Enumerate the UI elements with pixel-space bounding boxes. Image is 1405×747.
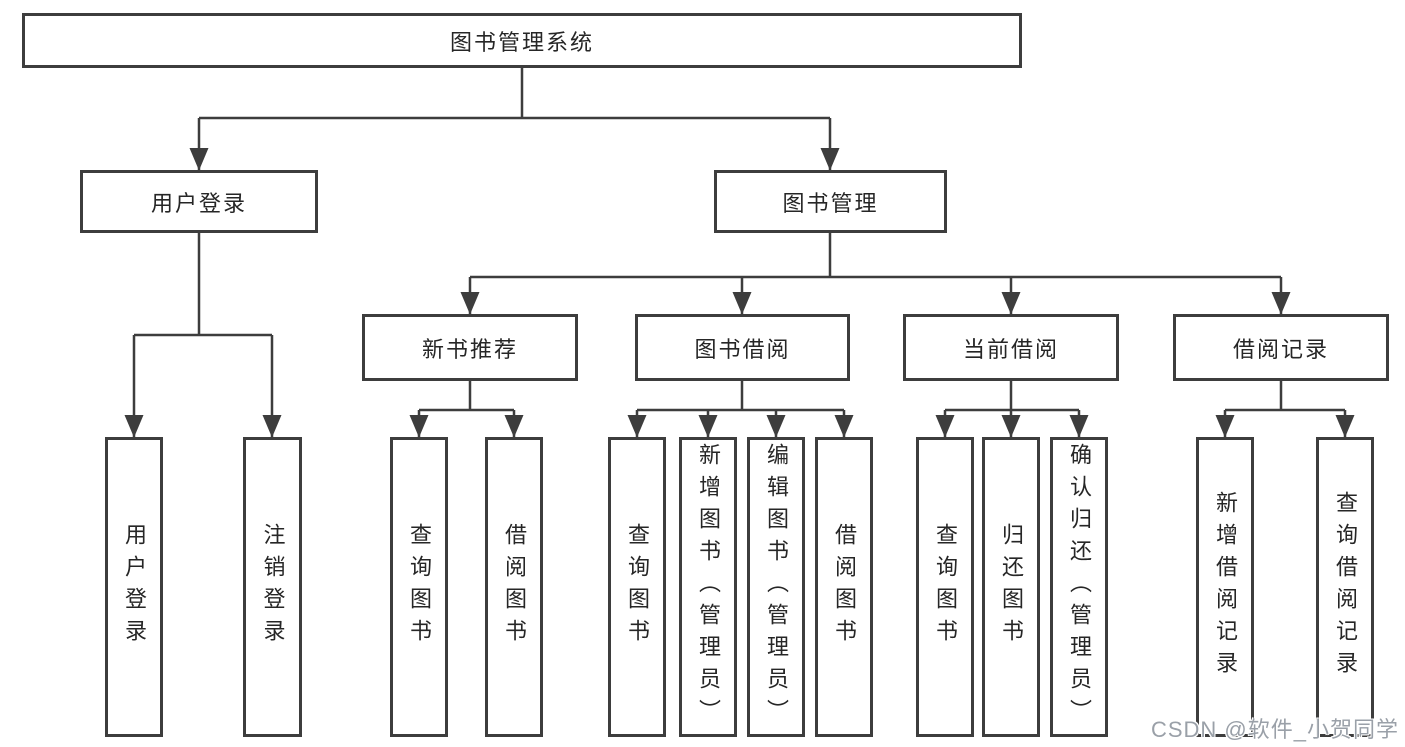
leaf-label: 查询图书 — [407, 523, 432, 651]
leaf-borrow-books-1: 借阅图书 — [485, 437, 543, 737]
leaf-label: 用户登录 — [122, 523, 147, 651]
leaf-label: 借阅图书 — [832, 523, 857, 651]
node-new-book-recommend: 新书推荐 — [362, 314, 578, 381]
leaf-query-books-3: 查询图书 — [916, 437, 974, 737]
leaf-borrow-books-2: 借阅图书 — [815, 437, 873, 737]
leaf-label: 新增图书（管理员） — [696, 443, 721, 731]
leaf-logout: 注销登录 — [243, 437, 302, 737]
leaf-label: 注销登录 — [260, 523, 286, 651]
leaf-query-books-2: 查询图书 — [608, 437, 666, 737]
leaf-label: 归还图书 — [999, 523, 1024, 651]
node-borrow-records: 借阅记录 — [1173, 314, 1389, 381]
leaf-label: 查询借阅记录 — [1333, 491, 1358, 683]
leaf-label: 查询图书 — [933, 523, 958, 651]
leaf-label: 确认归还（管理员） — [1067, 443, 1092, 731]
node-book-management: 图书管理 — [714, 170, 947, 233]
leaf-confirm-return-admin: 确认归还（管理员） — [1050, 437, 1108, 737]
leaf-user-login: 用户登录 — [105, 437, 163, 737]
leaf-add-book-admin: 新增图书（管理员） — [679, 437, 737, 737]
leaf-return-book: 归还图书 — [982, 437, 1040, 737]
leaf-edit-book-admin: 编辑图书（管理员） — [747, 437, 805, 737]
leaf-label: 编辑图书（管理员） — [764, 443, 789, 731]
connector-group — [124, 68, 1355, 438]
leaf-query-books-1: 查询图书 — [390, 437, 448, 737]
leaf-label: 借阅图书 — [502, 523, 527, 651]
leaf-label: 新增借阅记录 — [1213, 491, 1238, 683]
node-current-borrow: 当前借阅 — [903, 314, 1119, 381]
leaf-add-borrow-record: 新增借阅记录 — [1196, 437, 1254, 737]
leaf-query-borrow-record: 查询借阅记录 — [1316, 437, 1374, 737]
leaf-label: 查询图书 — [625, 523, 650, 651]
node-library-system: 图书管理系统 — [22, 13, 1022, 68]
watermark: CSDN @软件_小贺同学 — [1150, 717, 1399, 742]
node-book-borrow: 图书借阅 — [635, 314, 850, 381]
node-user-login: 用户登录 — [80, 170, 318, 233]
